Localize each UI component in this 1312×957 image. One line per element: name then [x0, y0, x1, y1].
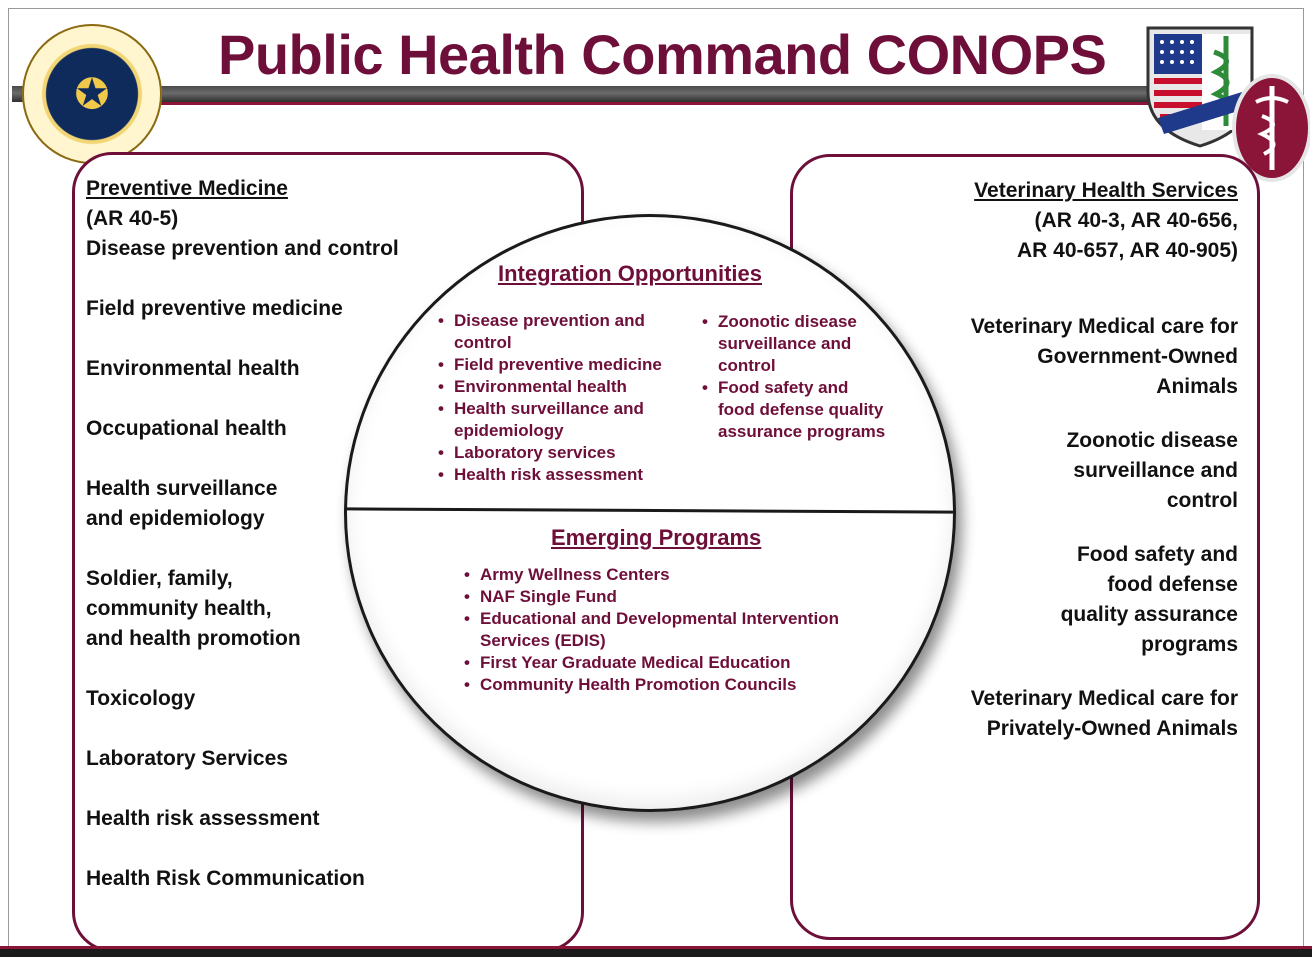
medical-command-shield-logo	[1146, 26, 1254, 148]
list-item: Health risk assessment	[86, 807, 320, 830]
list-item-line: Privately-Owned Animals	[986, 717, 1238, 740]
list-item-line: Zoonotic disease	[1066, 429, 1238, 452]
eagle-icon: ✪	[74, 69, 110, 119]
integration-title: Integration Opportunities	[498, 261, 762, 286]
list-item: Field preventive medicine	[86, 297, 343, 320]
list-item: Disease prevention and control	[86, 237, 399, 260]
list-item: Occupational health	[86, 417, 287, 440]
preventive-medicine-list: Preventive Medicine (AR 40-5) Disease pr…	[86, 174, 516, 894]
veterinary-reg-line: AR 40-657, AR 40-905)	[1017, 239, 1238, 262]
emerging-title: Emerging Programs	[551, 525, 762, 550]
list-item: Health risk assessment	[438, 464, 708, 486]
list-item: Zoonotic disease surveillance and contro…	[860, 426, 1238, 516]
preventive-medicine-reg: (AR 40-5)	[86, 207, 179, 230]
list-item-line: Government-Owned	[1037, 345, 1238, 368]
bottom-bar	[0, 946, 1312, 957]
list-item: Soldier, family,	[86, 567, 233, 590]
title-bar	[12, 86, 1192, 105]
list-item-line: control	[1166, 489, 1238, 512]
preventive-medicine-header: Preventive Medicine	[86, 177, 288, 200]
list-item: Army Wellness Centers	[464, 564, 894, 586]
emerging-list: Army Wellness Centers NAF Single Fund Ed…	[464, 564, 894, 696]
list-item: Health Risk Communication	[86, 867, 365, 890]
list-item-line: Animals	[1156, 375, 1238, 398]
list-item: Environmental health	[438, 376, 708, 398]
list-item-line: food defense	[1107, 573, 1238, 596]
veterinary-health-header: Veterinary Health Services	[974, 179, 1238, 202]
list-item: Field preventive medicine	[438, 354, 708, 376]
veterinary-reg-line: (AR 40-3, AR 40-656,	[1034, 209, 1238, 232]
list-item: and health promotion	[86, 627, 301, 650]
list-item: Laboratory services	[438, 442, 708, 464]
list-item: Educational and Developmental Interventi…	[464, 608, 894, 652]
list-item-line: surveillance and	[1073, 459, 1238, 482]
list-item-line: Food safety and	[1076, 543, 1238, 566]
list-item: community health,	[86, 597, 272, 620]
army-medicine-badge-logo	[1232, 74, 1310, 182]
list-item: Food safety and food defense quality ass…	[860, 540, 1238, 660]
list-item: Veterinary Medical care for Government-O…	[860, 312, 1238, 402]
list-item-line: Veterinary Medical care for	[970, 687, 1238, 710]
list-item: Veterinary Medical care for Privately-Ow…	[860, 684, 1238, 744]
list-item: Community Health Promotion Councils	[464, 674, 894, 696]
list-item: Toxicology	[86, 687, 196, 710]
list-item: Environmental health	[86, 357, 300, 380]
list-item: and epidemiology	[86, 507, 265, 530]
list-item: Laboratory Services	[86, 747, 288, 770]
list-item-line: Veterinary Medical care for	[970, 315, 1238, 338]
list-item-line: quality assurance	[1060, 603, 1238, 626]
veterinary-health-list: Veterinary Health Services (AR 40-3, AR …	[860, 176, 1238, 744]
list-item-line: programs	[1141, 633, 1238, 656]
army-seal-logo: ✪	[22, 24, 162, 164]
list-item: NAF Single Fund	[464, 586, 894, 608]
list-item: First Year Graduate Medical Education	[464, 652, 894, 674]
page-title: Public Health Command CONOPS	[218, 23, 1107, 86]
list-item: Health surveillance	[86, 477, 278, 500]
